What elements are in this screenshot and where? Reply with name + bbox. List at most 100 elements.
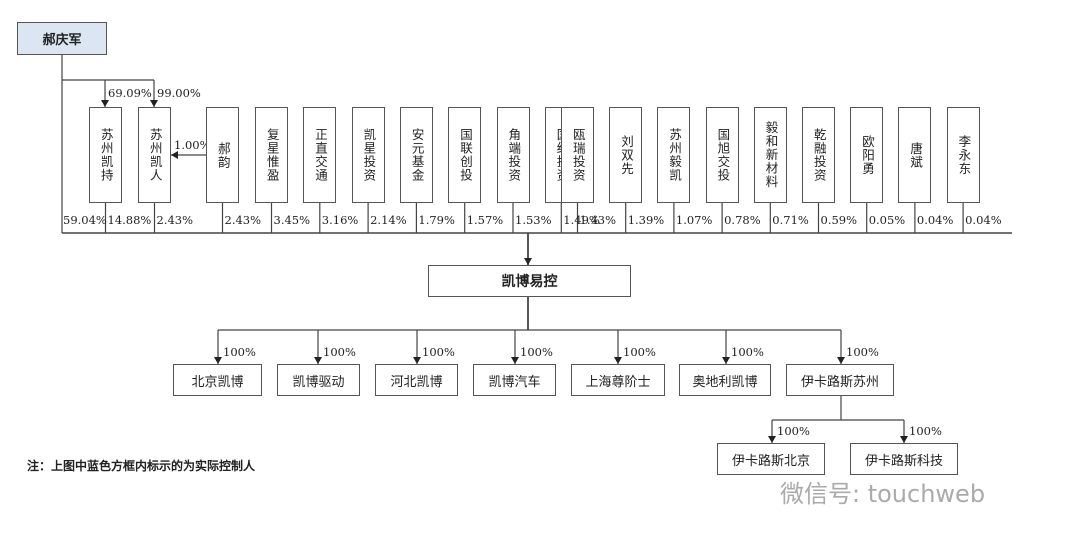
controller-link-pct: 99.00% xyxy=(157,86,201,100)
company-name: 凯博易控 xyxy=(501,274,558,290)
shareholder-pct: 0.71% xyxy=(772,213,809,227)
arrowhead-icon xyxy=(722,357,730,364)
controller-name: 郝庆军 xyxy=(42,33,82,48)
subsidiary-box: 奥地利凯博 xyxy=(679,364,771,396)
shareholder-pct: 14.88% xyxy=(107,213,152,227)
arrowhead-icon xyxy=(314,357,322,364)
shareholder-box: 欧阳勇 xyxy=(850,107,884,203)
subsidiary-pct: 100% xyxy=(422,345,455,359)
subsidiary-box: 凯博汽车 xyxy=(473,364,556,396)
shareholder-box-label: 瓯瑞投资 xyxy=(570,128,586,182)
subsidiary-pct: 100% xyxy=(731,345,764,359)
arrowhead-icon xyxy=(768,436,776,443)
shareholder-box: 乾融投资 xyxy=(802,107,835,203)
arrowhead-icon xyxy=(614,357,622,364)
company-box: 凯博易控 xyxy=(428,265,631,297)
shareholder-box-label: 欧阳勇 xyxy=(859,134,875,176)
shareholder-box-label: 郝韵 xyxy=(215,141,231,169)
shareholder-box: 国旭交投 xyxy=(705,107,739,203)
subsidiary-box-label: 奥地利凯博 xyxy=(692,374,758,390)
subsidiary-pct: 100% xyxy=(323,345,356,359)
shareholder-pct: 0.04% xyxy=(916,213,954,227)
shareholder-box-label: 苏州凯持 xyxy=(98,128,114,182)
shareholder-pct: 1.57% xyxy=(466,213,504,227)
sub-subsidiary-box: 伊卡路斯科技 xyxy=(850,443,958,475)
shareholder-box-label: 苏州毅凯 xyxy=(667,128,683,182)
shareholder-pct: 1.79% xyxy=(418,213,455,227)
shareholder-pct: 1.53% xyxy=(515,213,552,227)
arrowhead-icon xyxy=(171,151,178,159)
subsidiary-pct: 100% xyxy=(520,345,553,359)
shareholder-box-label: 国联创投 xyxy=(457,128,473,182)
shareholder-pct: 0.05% xyxy=(868,213,906,227)
subsidiary-box-label: 凯博驱动 xyxy=(292,374,345,390)
shareholder-box: 毅和新材料 xyxy=(753,107,787,203)
watermark: 微信号: touchweb xyxy=(780,480,986,508)
shareholder-box: 瓯瑞投资 xyxy=(561,107,594,203)
sub-subsidiary-pct: 100% xyxy=(909,424,942,438)
shareholder-box-label: 苏州凯人 xyxy=(147,128,163,182)
shareholder-box-label: 安元基金 xyxy=(409,128,425,182)
shareholder-box-label: 李永东 xyxy=(956,134,972,176)
shareholder-pct: 2.14% xyxy=(370,213,407,227)
subsidiary-box: 北京凯博 xyxy=(173,364,262,396)
subsidiary-pct: 100% xyxy=(223,345,256,359)
subsidiary-box-label: 河北凯博 xyxy=(390,374,443,390)
shareholder-box-label: 国旭交投 xyxy=(715,128,731,182)
shareholder-box-label: 乾融投资 xyxy=(811,128,827,182)
arrowhead-icon xyxy=(511,357,519,364)
shareholder-box-label: 毅和新材料 xyxy=(763,121,779,189)
shareholder-box-label: 凯星投资 xyxy=(361,128,377,182)
shareholder-pct: 0.59% xyxy=(820,213,858,227)
arrowhead-icon xyxy=(101,100,109,107)
shareholder-box-label: 复星惟盈 xyxy=(264,128,280,182)
sub-subsidiary-pct: 100% xyxy=(777,424,810,438)
shareholder-box: 李永东 xyxy=(946,107,980,203)
shareholder-box: 国联创投 xyxy=(448,107,482,203)
shareholder-box-label: 刘双先 xyxy=(618,134,634,176)
footnote: 注：上图中蓝色方框内标示的为实际控制人 xyxy=(27,459,256,473)
sub-subsidiary-box: 伊卡路斯北京 xyxy=(717,443,825,475)
shareholder-box: 凯星投资 xyxy=(351,107,385,203)
shareholder-box-label: 唐斌 xyxy=(908,141,924,169)
shareholder-box: 郝韵 xyxy=(206,107,239,203)
arrowhead-icon xyxy=(900,436,908,443)
shareholder-box: 苏州凯持 xyxy=(89,107,122,203)
shareholder-pct: 0.04% xyxy=(965,213,1002,227)
subsidiary-box: 河北凯博 xyxy=(375,364,458,396)
subsidiary-box: 上海尊阶士 xyxy=(571,364,665,396)
shareholder-pct: 1.07% xyxy=(675,213,713,227)
arrowhead-icon xyxy=(413,357,421,364)
shareholder-box: 刘双先 xyxy=(609,107,643,203)
shareholder-box: 苏州毅凯 xyxy=(657,107,691,203)
shareholder-pct: 0.78% xyxy=(724,213,761,227)
arrowhead-icon xyxy=(837,357,845,364)
shareholder-box: 复星惟盈 xyxy=(255,107,288,203)
shareholder-pct: 1.49% xyxy=(563,213,600,227)
subsidiary-pct: 100% xyxy=(623,345,656,359)
shareholder-pct: 3.45% xyxy=(273,213,311,227)
shareholder-pct: 2.43% xyxy=(224,213,262,227)
arrowhead-icon xyxy=(214,357,222,364)
controller-box: 郝庆军 xyxy=(17,22,107,55)
shareholder-pct: 1.39% xyxy=(627,213,665,227)
arrowhead-icon xyxy=(150,100,158,107)
shareholder-box-label: 正直交通 xyxy=(313,128,329,182)
subsidiary-box-label: 伊卡路斯苏州 xyxy=(800,374,879,390)
sub-subsidiary-box-label: 伊卡路斯北京 xyxy=(731,453,810,469)
subsidiary-box-label: 凯博汽车 xyxy=(488,374,541,390)
shareholder-box: 安元基金 xyxy=(399,107,433,203)
subsidiary-pct: 100% xyxy=(846,345,879,359)
subsidiary-box-label: 上海尊阶士 xyxy=(585,374,651,390)
shareholder-pct: 2.43% xyxy=(156,213,194,227)
sub-subsidiary-box-label: 伊卡路斯科技 xyxy=(864,453,943,469)
shareholder-box: 唐斌 xyxy=(898,107,932,203)
shareholder-box: 正直交通 xyxy=(303,107,337,203)
shareholder-pct: 1.43% xyxy=(579,213,617,227)
shareholder-box: 苏州凯人 xyxy=(138,107,171,203)
arrowhead-icon xyxy=(524,258,532,265)
shareholder-pct: 3.16% xyxy=(321,213,359,227)
subsidiary-box: 伊卡路斯苏州 xyxy=(786,364,894,396)
